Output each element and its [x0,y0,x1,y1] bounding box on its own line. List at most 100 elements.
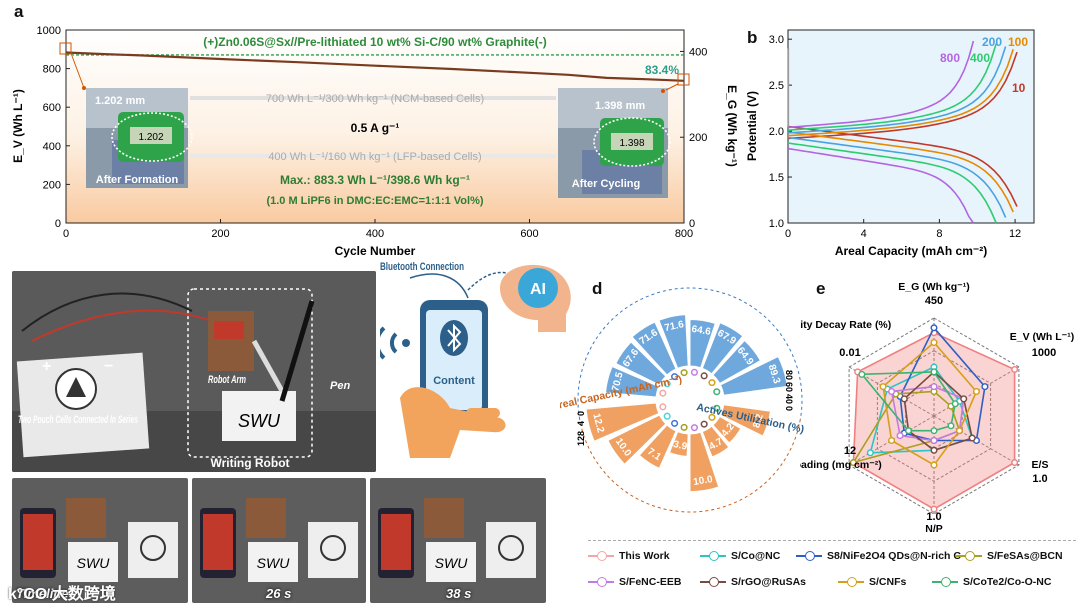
e-grid-ring-2 [848,317,1020,515]
d-util-bar-1 [615,341,667,386]
e-point-7-3 [930,427,938,435]
d-inner-ring [579,419,801,513]
caliper-reading-2: 1.398 [619,138,644,149]
b-ytick-label-2: 2.0 [769,126,784,138]
e-point-4-3 [930,436,938,444]
e-axis-max-1: 1000 [1032,347,1056,359]
b-ytick-label-4: 3.0 [769,34,784,46]
phone-illustration: Bluetooth Connection AI Content [380,261,571,458]
d-marker-util-5 [700,372,708,380]
d-cap-bar-4 [689,431,720,493]
bluetooth-label: Bluetooth Connection [380,261,464,273]
legend-item-s-fenc-eeb: S/FeNC-EEB [588,576,681,588]
e-point-6-5 [879,383,887,391]
e-point-7-0 [930,368,938,376]
d-util-bar-4 [689,318,716,369]
b-discharge-curve-800 [787,147,975,224]
pouch-cells: + − Two Pouch Cells Connected In Series [16,352,150,458]
robot-arm-label: Robot Arm [208,374,246,386]
d-cap-bar-6 [712,415,742,444]
e-point-6-2 [955,427,963,435]
timeline-label: Timeline [16,586,69,601]
b-charge-curve-800 [787,40,975,129]
retention-label: 83.4% [645,63,679,77]
b-ytick-label-1: 1.5 [769,172,784,184]
b-ytick-label-0: 1.0 [769,218,784,230]
b-charge-curve-100 [787,49,1014,137]
e-point-4-5 [888,387,896,395]
d-marker-util-1 [663,380,671,388]
e-axis-label-0: E_G (Wh kg⁻¹) [898,281,969,293]
d-util-bar-5 [701,322,744,375]
d-cap-bar-0 [585,402,660,442]
b-series-label-200: 200 [982,35,1002,49]
a-series-ev [65,51,685,82]
b-series-label-800: 800 [940,51,960,65]
d-util-bar-6 [712,339,762,385]
d-marker-util-6 [708,379,716,387]
d-inner-tick-0: 0 [576,411,586,416]
a-ytick-label-2: 400 [43,141,61,153]
e-point-4-0 [930,383,938,391]
e-point-1-4 [866,449,874,457]
d-marker-util-2 [671,373,679,381]
a-ytick-right-label-0: 0 [689,218,695,230]
a-ytick-right-label-1: 200 [689,132,707,144]
photo-after-cycling: 1.398 1.398 mm After Cycling [558,88,671,198]
b-charge-curve-10 [787,51,1018,140]
brain-ai-icon: AI [500,264,571,332]
legend-item-s-co-nc: S/Co@NC [700,550,780,562]
e-point-5-1 [960,395,968,403]
e-axis-max-2: 1.0 [1032,473,1047,485]
electrolyte-label: (1.0 M LiPF6 in DMC:EC:EMC=1:1:1 Vol%) [266,195,483,207]
b-xtick-label-3: 12 [1009,228,1021,240]
d-marker-cap-0 [659,403,667,411]
e-point-7-4 [905,427,913,435]
content-label: Content [433,375,475,387]
d-marker-util-7 [713,388,721,396]
d-outer-ring [577,287,803,420]
photo-timeline-3: SWU [370,478,546,603]
e-point-5-2 [968,434,976,442]
photo-after-formation: 1.202 1.202 mm After Formation [86,88,193,188]
d-marker-cap-5 [700,420,708,428]
d-outer-tick-1: 40 [784,394,794,404]
b-charge-curve-200 [787,46,1007,134]
e-point-6-1 [972,387,980,395]
d-marker-cap-7 [713,404,721,412]
d-cap-label-4: 10.0 [693,474,714,488]
caliper-reading-1: 1.202 [138,132,163,143]
e-axis-label-4: S Loading (mg cm⁻²) [800,459,882,471]
d-cap-label-3: 3.9 [672,439,688,453]
photo-writing-robot: + − Two Pouch Cells Connected In Series … [12,271,376,472]
b-discharge-curve-10 [787,125,1018,207]
e-point-0-2 [1011,459,1019,467]
d-marker-cap-4 [690,424,698,432]
e-point-0-1 [1011,365,1019,373]
d-inner-tick-2: 8 [576,431,586,436]
ncm-reference: 700 Wh L⁻¹/300 Wh kg⁻¹ (NCM-based Cells) [266,93,484,105]
d-marker-util-3 [680,369,688,377]
d-util-bar-0 [605,365,660,398]
d-marker-cap-1 [663,412,671,420]
legend-item-s-fesas-bcn: S/FeSAs@BCN [956,550,1063,562]
e-point-5-3 [930,446,938,454]
a-ytick-label-3: 600 [43,102,61,114]
d-util-bar-2 [631,321,677,376]
b-discharge-curve-400 [787,142,997,224]
timeline-2-writing: SWU [257,555,291,571]
a-xtick-label-2: 400 [366,228,384,240]
b-series-label-10: 10 [1012,81,1026,95]
svg-text:+: + [42,358,51,375]
panel-label-d: d [592,279,603,298]
e-point-2-0 [930,324,938,332]
svg-text:−: − [104,358,113,375]
e-point-5-5 [900,395,908,403]
d-util-bar-3 [658,314,689,369]
e-series-0 [852,331,1016,511]
watermark-logo: k°CO 大数跨境 [8,586,116,603]
d-outer-tick-2: 60 [784,382,794,392]
